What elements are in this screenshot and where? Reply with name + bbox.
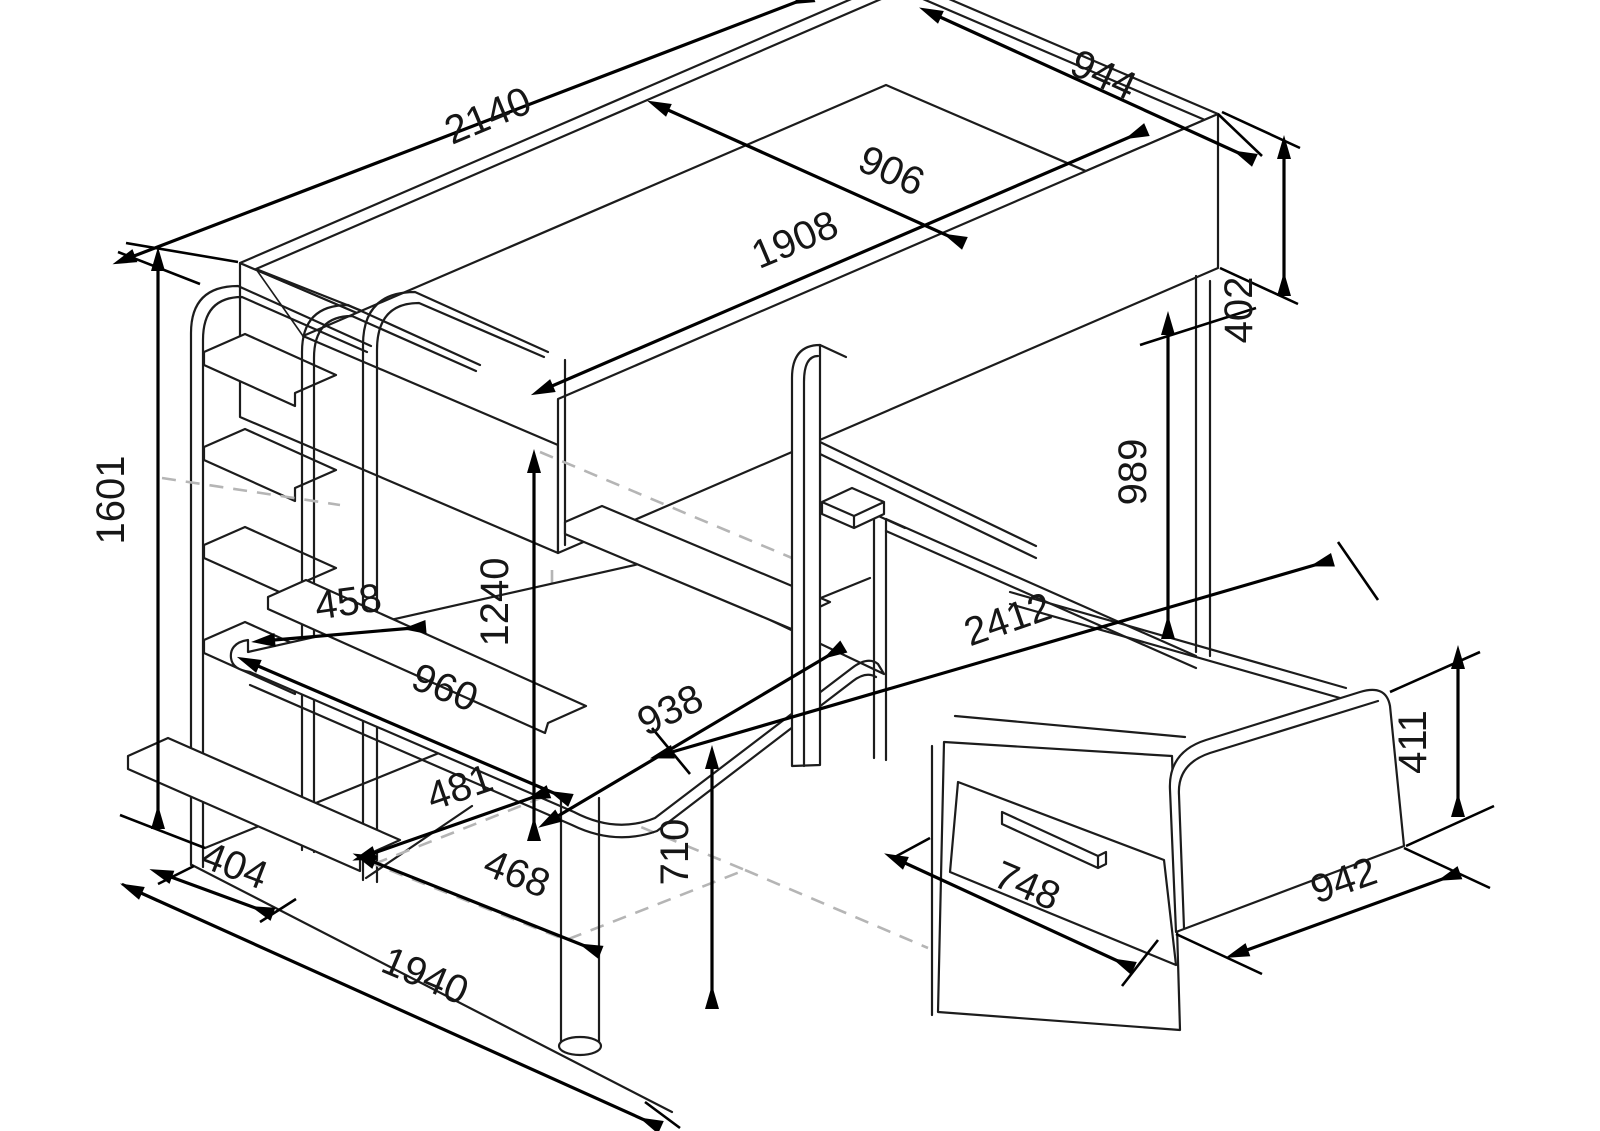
dim-line-2412 — [649, 552, 1335, 759]
dim-label-underbed-clearance: 989 — [1111, 439, 1155, 506]
dim-label-desk-corner-width: 468 — [478, 841, 556, 907]
hidden-edge — [539, 450, 793, 560]
bed-mattress-edge — [953, 714, 1187, 739]
dim-line-2140 — [112, 0, 816, 265]
dim-label-footprint-depth: 1940 — [376, 938, 475, 1013]
dim-line-458 — [251, 619, 427, 647]
shelf-panel-2-outer — [300, 303, 482, 852]
dim-line-1908 — [530, 123, 1150, 396]
lower-bed — [820, 486, 1406, 1032]
bed-far-rail2 — [1008, 602, 1342, 700]
dim-tick — [892, 836, 931, 860]
bed-back-rail-top2 — [818, 452, 1038, 560]
bed-foot-panel — [1168, 688, 1406, 934]
dim-line-960 — [236, 656, 574, 807]
shelf-panel-2-inner — [312, 314, 478, 854]
dim-tick — [1175, 932, 1263, 976]
dim-tick — [157, 864, 195, 886]
dim-tick — [1403, 846, 1491, 890]
dim-tick — [1219, 266, 1299, 306]
bed-head-step — [820, 486, 886, 530]
dim-tick — [1120, 939, 1160, 987]
dim-line-468 — [352, 853, 604, 959]
dim-line-481 — [352, 785, 552, 861]
dim-label-desk-shelf-depth: 458 — [312, 576, 384, 629]
shelf-panel-1-inner — [201, 295, 369, 869]
bunk-inner-seam — [255, 268, 304, 337]
dim-tick — [1139, 306, 1257, 347]
dim-tick — [1336, 541, 1380, 601]
hidden-floor-edge — [744, 868, 929, 950]
dim-tick — [1405, 804, 1495, 848]
dim-label-total-height: 1601 — [89, 456, 133, 545]
dim-line-748 — [884, 853, 1137, 975]
dim-label-upper-rail-height: 402 — [1217, 277, 1261, 344]
dimension-lines — [112, 0, 1495, 1131]
partition-face — [790, 343, 822, 768]
dim-tick — [119, 813, 206, 850]
dim-tick — [1389, 650, 1481, 694]
bed-back-rail-top — [818, 440, 1038, 548]
dim-label-lower-bed-height: 411 — [1391, 710, 1435, 774]
dim-line-1940 — [120, 883, 664, 1131]
dim-line-942 — [1225, 866, 1463, 958]
desk-leg-foot — [557, 1035, 603, 1057]
dim-line-944 — [919, 7, 1258, 167]
desk-tower-panel-inner — [375, 301, 546, 884]
shelf-panel-1-outer — [189, 284, 373, 867]
desk-tower-panel-outer — [361, 290, 550, 882]
base-shelf-slab — [126, 736, 402, 873]
hidden-edge — [161, 476, 341, 507]
dim-label-desk-height: 710 — [653, 819, 697, 886]
dim-label-desk-to-bunk-height: 1240 — [473, 558, 517, 647]
